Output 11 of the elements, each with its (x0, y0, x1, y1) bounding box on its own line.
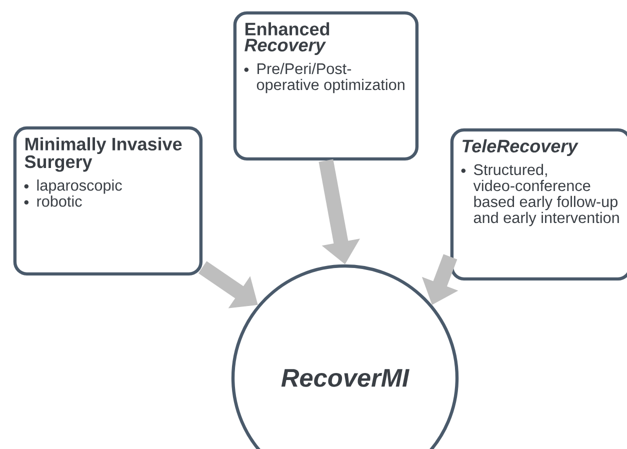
circle-label: RecoverMI (281, 369, 410, 387)
box-heading: TeleRecovery (462, 139, 578, 156)
text-box (450, 128, 627, 281)
text-box (13, 126, 203, 276)
text-box (233, 11, 419, 161)
bullet-item: laparoscopic (37, 180, 122, 194)
box-heading: Minimally Invasive Surgery (24, 137, 182, 172)
bullet-item: robotic (37, 196, 82, 207)
bullet-item: Pre/Peri/Post-operative optimization (256, 62, 404, 94)
box-heading: Enhanced Recovery (244, 22, 330, 56)
bullet-item: Structured, video-conference based early follow-up and early intervention (473, 164, 619, 226)
